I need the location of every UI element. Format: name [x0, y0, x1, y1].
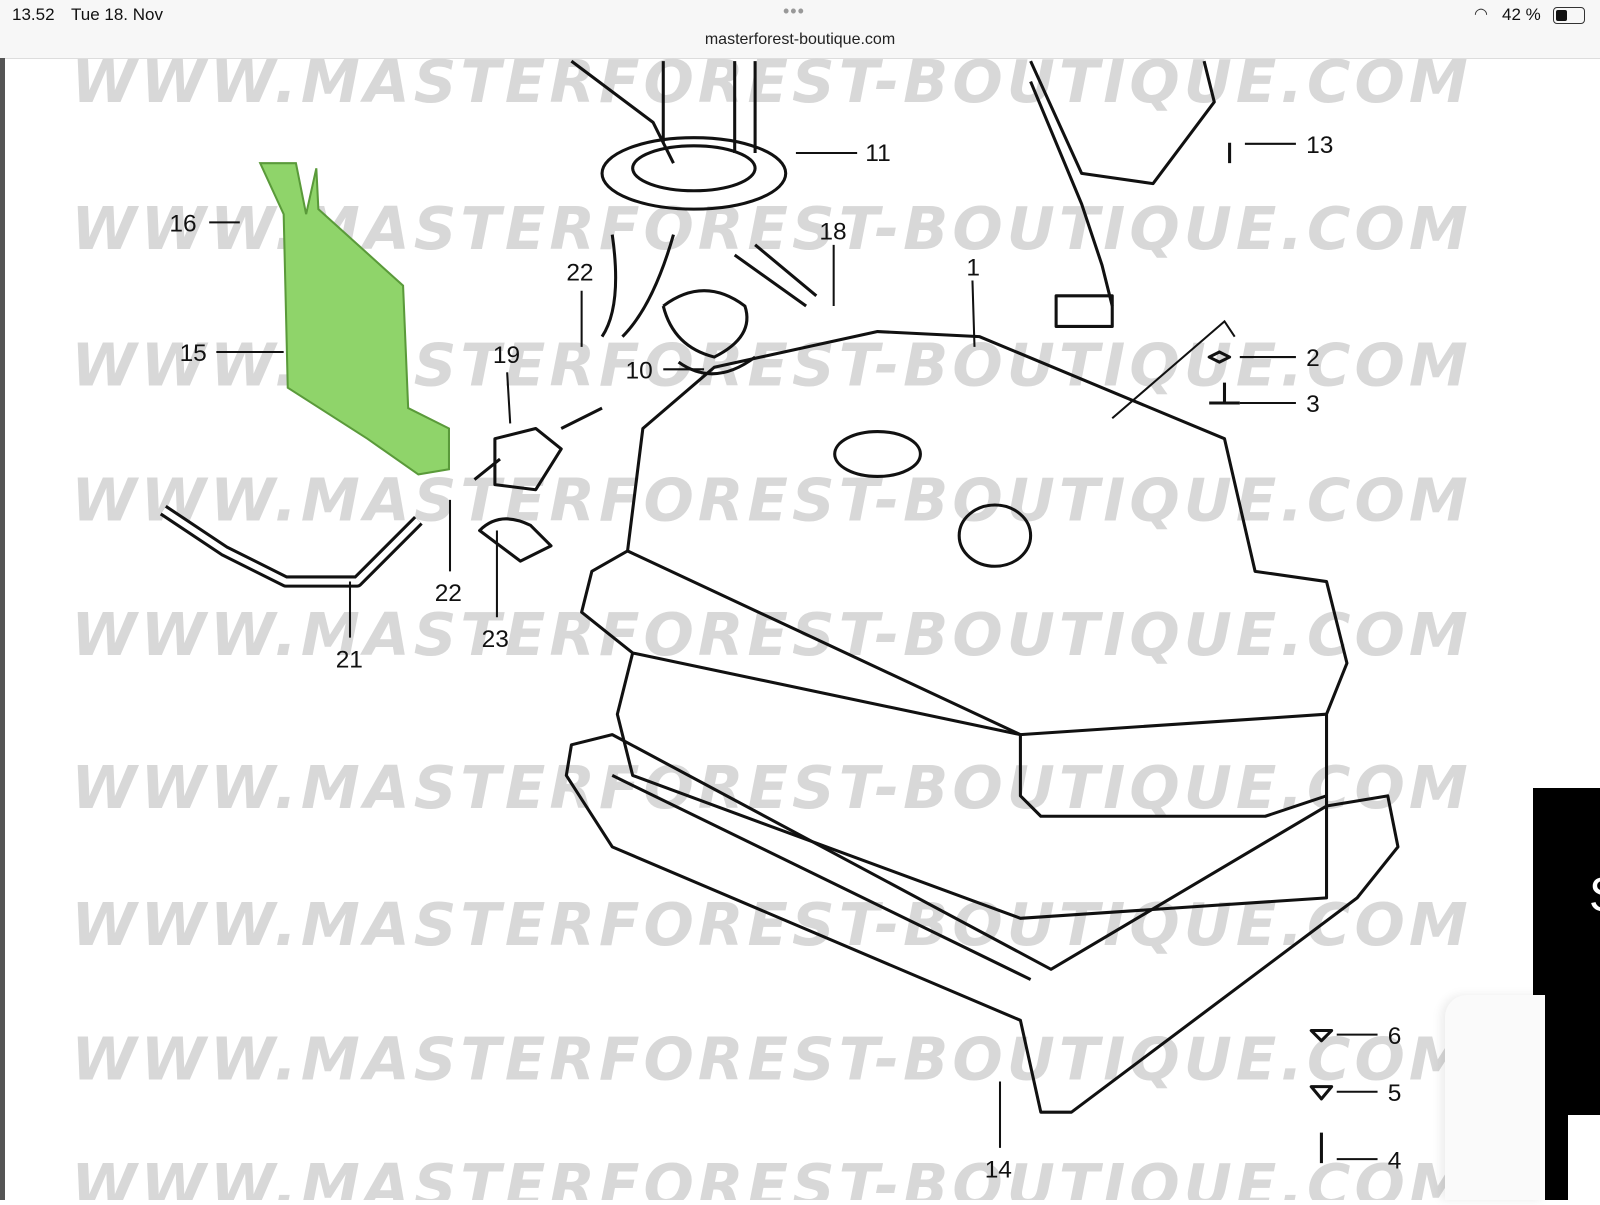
diagram-svg: WWW.MASTERFOREST-BOUTIQUE.COM WWW.MASTER…: [71, 47, 1471, 1205]
label-23: 23: [482, 626, 509, 653]
filler-neck: [570, 59, 757, 164]
label-19: 19: [493, 342, 520, 369]
label-16: 16: [169, 211, 196, 238]
label-2: 2: [1306, 345, 1320, 372]
watermark: WWW.MASTERFOREST-BOUTIQUE.COM: [71, 465, 1471, 534]
label-11: 11: [865, 140, 890, 167]
label-10: 10: [626, 357, 653, 384]
watermarks: WWW.MASTERFOREST-BOUTIQUE.COM WWW.MASTER…: [71, 47, 1471, 1205]
wifi-icon: ◠: [1474, 6, 1488, 23]
status-bar: 13.52 Tue 18. Nov ••• masterforest-bouti…: [0, 0, 1600, 59]
label-22b: 22: [435, 580, 462, 607]
multitasking-dots[interactable]: •••: [783, 1, 805, 21]
clamp: [661, 289, 749, 359]
label-5: 5: [1388, 1080, 1402, 1107]
callout-labels: 11 13 16 18 1 22 2 15 19 10 3 22 23 21 6…: [169, 132, 1401, 1183]
watermark: WWW.MASTERFOREST-BOUTIQUE.COM: [71, 58, 1471, 116]
fuel-tank: [580, 330, 1349, 818]
overlay-card[interactable]: [1445, 995, 1545, 1200]
label-14: 14: [985, 1156, 1012, 1183]
address-bar-url[interactable]: masterforest-boutique.com: [704, 31, 896, 48]
watermark: WWW.MASTERFOREST-BOUTIQUE.COM: [71, 1025, 1471, 1094]
overlay-panel-text: S: [1589, 868, 1600, 923]
watermark: WWW.MASTERFOREST-BOUTIQUE.COM: [71, 890, 1471, 959]
battery-percent: 42 %: [1502, 5, 1541, 24]
clip-23: [478, 517, 553, 563]
label-6: 6: [1388, 1023, 1402, 1050]
label-18: 18: [819, 219, 846, 246]
bracket-15-highlight: [258, 162, 450, 476]
watermark: WWW.MASTERFOREST-BOUTIQUE.COM: [71, 753, 1471, 822]
clock: 13.52: [12, 5, 55, 24]
date: Tue 18. Nov: [71, 5, 163, 24]
filter: [473, 406, 603, 492]
page-edge: [0, 58, 5, 1200]
watermark: WWW.MASTERFOREST-BOUTIQUE.COM: [71, 1151, 1471, 1200]
overlay-card-inner: [1568, 1115, 1600, 1200]
label-4: 4: [1388, 1147, 1402, 1174]
label-1: 1: [966, 254, 980, 281]
fuel-sender: [1029, 60, 1216, 307]
parts-diagram: WWW.MASTERFOREST-BOUTIQUE.COM WWW.MASTER…: [0, 47, 1600, 1205]
label-3: 3: [1306, 391, 1320, 418]
label-21: 21: [336, 646, 363, 673]
label-13: 13: [1306, 132, 1333, 159]
label-22: 22: [566, 260, 593, 287]
tank-tray: [564, 733, 1400, 1114]
label-15: 15: [180, 340, 207, 367]
battery-icon: [1553, 7, 1585, 24]
watermark: WWW.MASTERFOREST-BOUTIQUE.COM: [71, 331, 1471, 400]
watermark: WWW.MASTERFOREST-BOUTIQUE.COM: [71, 600, 1471, 669]
